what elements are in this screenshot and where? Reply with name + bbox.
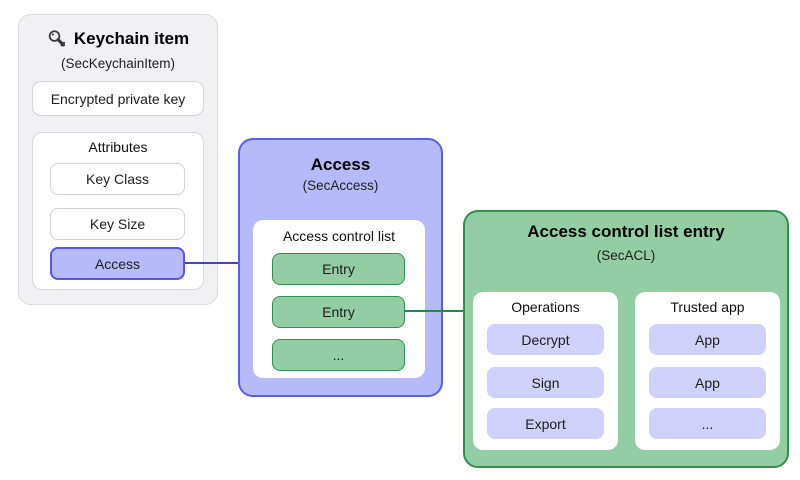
operation-decrypt-chip: Decrypt — [487, 324, 604, 355]
attribute-key-size-chip: Key Size — [50, 208, 185, 240]
acl-entry-chip: Entry — [272, 253, 405, 285]
encrypted-private-key-chip: Encrypted private key — [32, 81, 204, 116]
access-control-list-title: Access control list — [282, 228, 396, 244]
operations-title: Operations — [511, 299, 580, 315]
keychain-item-box: Keychain item (SecKeychainItem) Encrypte… — [18, 14, 218, 305]
trusted-app-more-chip: ... — [649, 408, 766, 439]
key-icon — [47, 28, 67, 50]
acl-entry-box: Access control list entry (SecACL) Opera… — [463, 210, 789, 468]
access-control-list-card: Access control list Entry Entry ... — [253, 220, 425, 378]
trusted-app-chip: App — [649, 367, 766, 398]
acl-entry-chip: Entry — [272, 296, 405, 328]
access-subtitle: (SecAccess) — [302, 178, 379, 193]
operation-export-chip: Export — [487, 408, 604, 439]
access-box: Access (SecAccess) Access control list E… — [238, 138, 443, 397]
connector-access-line — [185, 262, 238, 264]
attribute-key-class-chip: Key Class — [50, 163, 185, 195]
keychain-item-title: Keychain item — [73, 29, 190, 48]
trusted-app-card: Trusted app App App ... — [635, 292, 780, 450]
acl-entry-subtitle: (SecACL) — [596, 248, 656, 263]
operations-card: Operations Decrypt Sign Export — [473, 292, 618, 450]
attributes-title: Attributes — [88, 139, 148, 155]
trusted-app-chip: App — [649, 324, 766, 355]
access-title: Access — [310, 155, 371, 174]
attributes-card: Attributes Key Class Key Size Access — [32, 132, 204, 290]
acl-entry-title: Access control list entry — [527, 222, 725, 241]
operation-sign-chip: Sign — [487, 367, 604, 398]
trusted-app-title: Trusted app — [670, 299, 745, 315]
connector-entry-line — [405, 310, 463, 312]
keychain-item-header: Keychain item — [19, 28, 217, 50]
keychain-item-subtitle: (SecKeychainItem) — [60, 56, 176, 71]
attribute-access-chip: Access — [50, 247, 185, 280]
acl-entry-more-chip: ... — [272, 339, 405, 371]
